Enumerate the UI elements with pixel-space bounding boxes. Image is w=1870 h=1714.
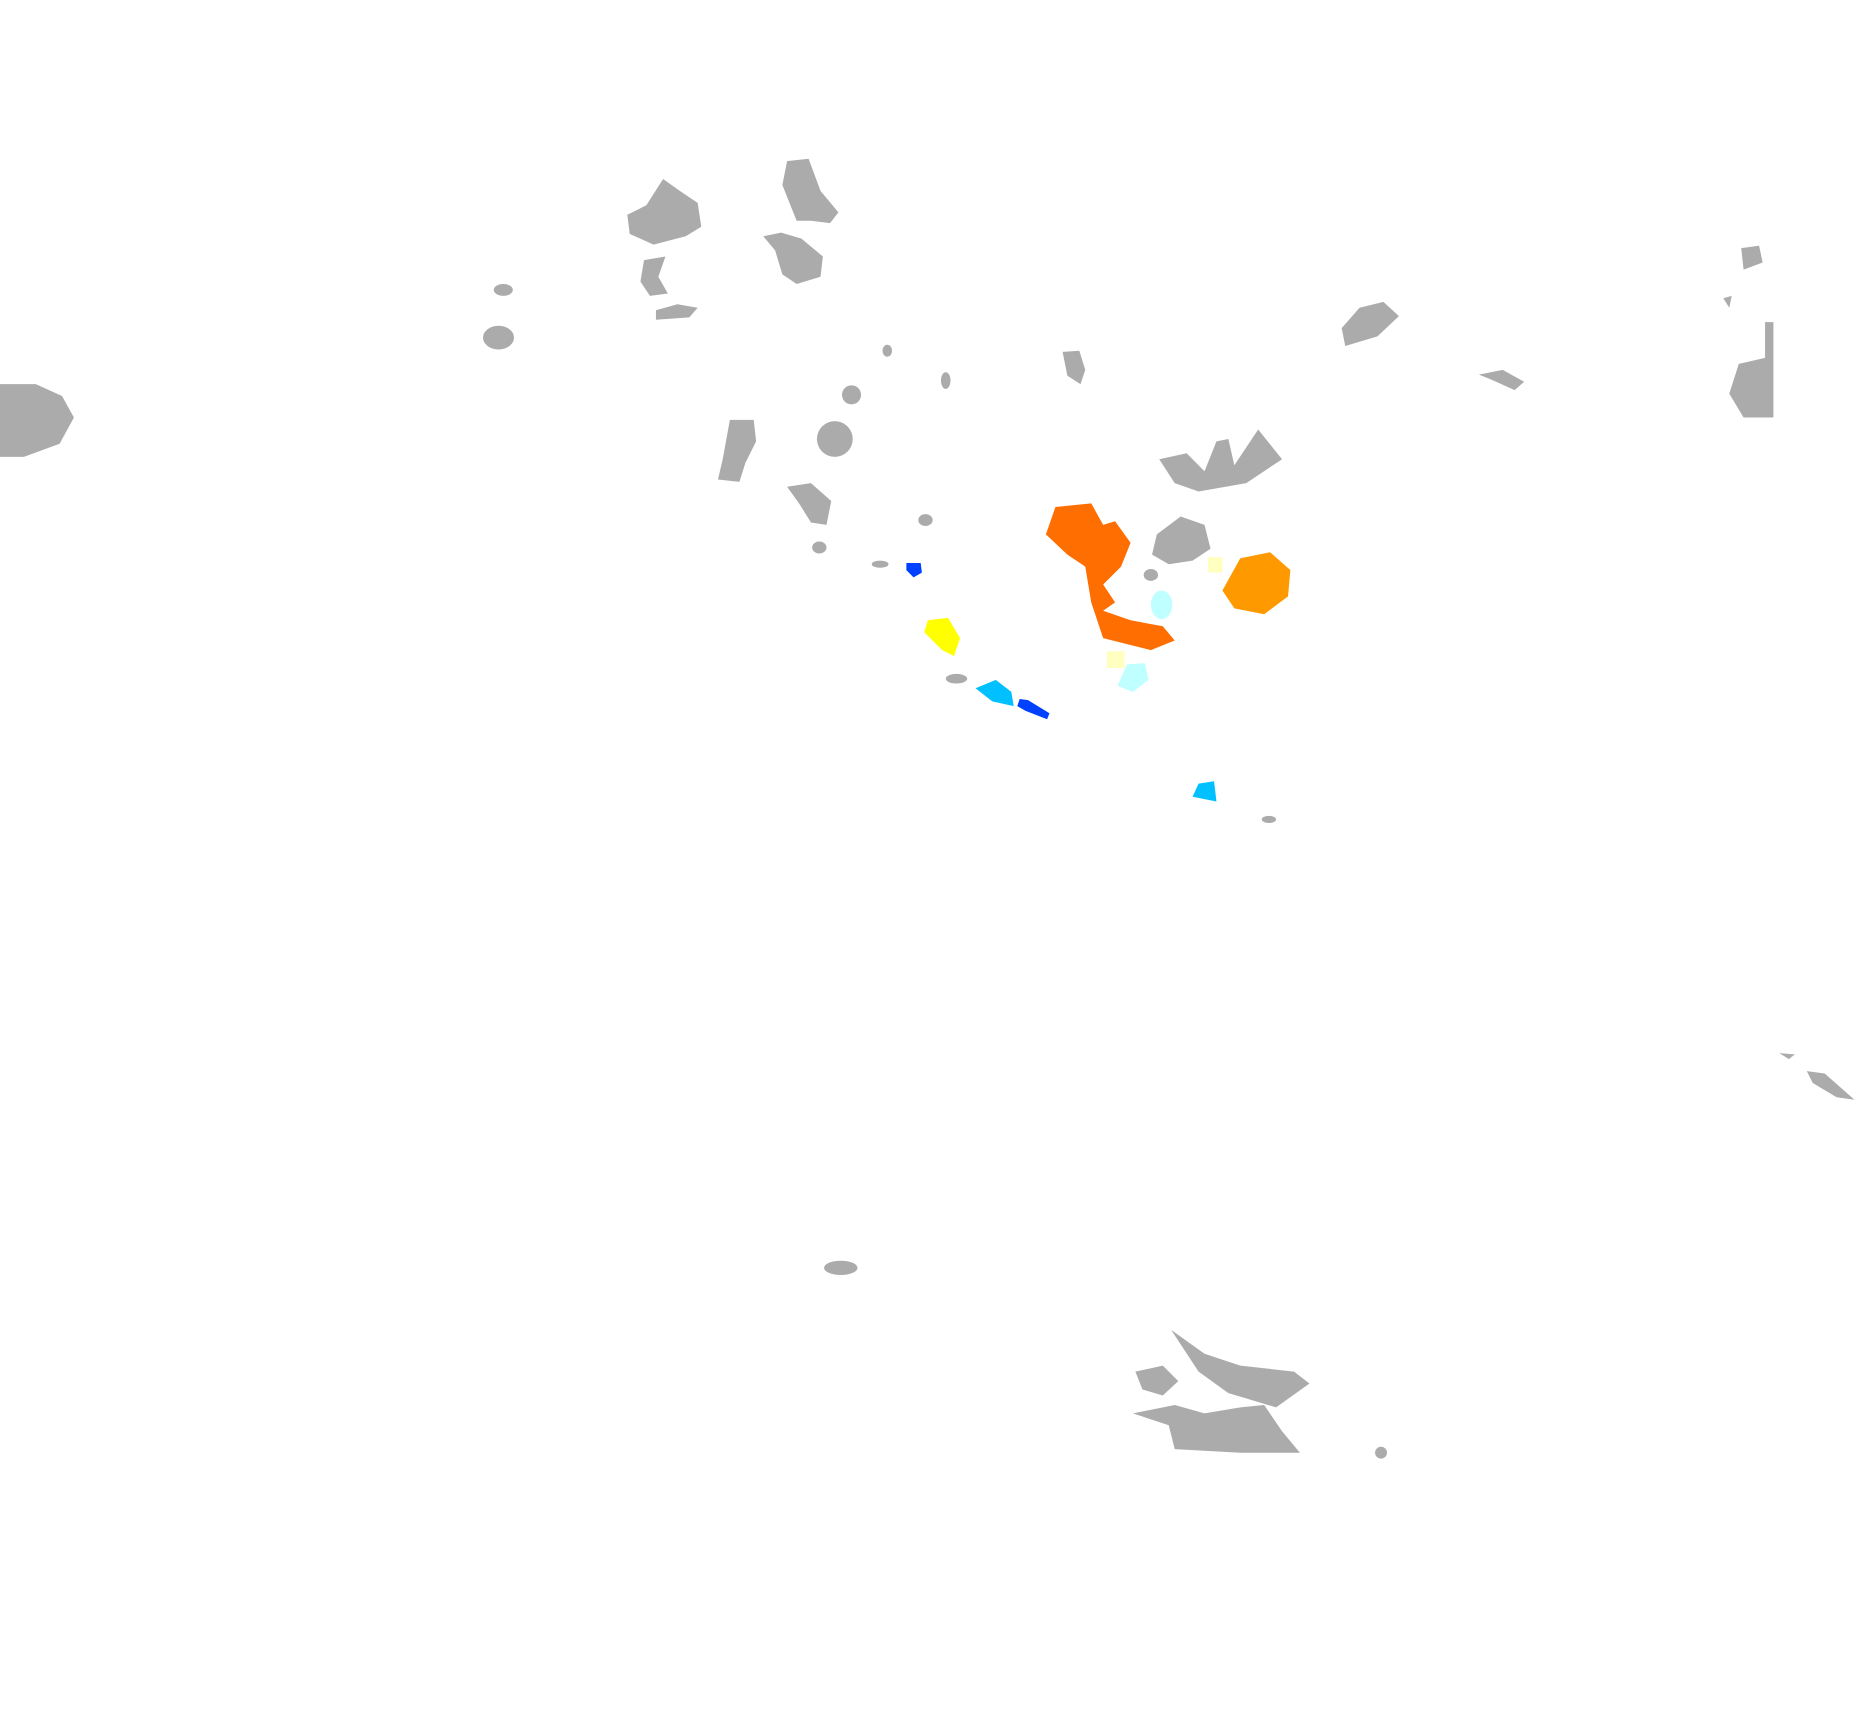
island-class-low	[975, 679, 1014, 707]
island	[940, 372, 951, 389]
island-class-lowest	[906, 563, 922, 578]
nodata-islands	[0, 158, 1855, 1459]
island	[1062, 350, 1086, 385]
island	[483, 325, 515, 350]
island	[655, 304, 698, 320]
island-class-highest	[1045, 503, 1175, 651]
island	[1478, 369, 1525, 391]
island-class-mid	[1106, 651, 1125, 668]
island	[945, 673, 968, 684]
island	[0, 384, 74, 457]
island	[841, 385, 862, 405]
island	[640, 256, 668, 296]
classified-islands	[906, 503, 1291, 802]
island	[1261, 815, 1277, 824]
island	[627, 179, 702, 245]
island	[763, 232, 823, 284]
island-class-mid-low	[1150, 590, 1173, 620]
island	[717, 419, 757, 482]
island	[1171, 1329, 1310, 1408]
island	[1375, 1446, 1387, 1459]
island	[1723, 245, 1763, 308]
island	[882, 344, 893, 357]
island-class-mid-high	[924, 617, 961, 657]
island-class-lowest	[1017, 698, 1050, 720]
island	[1729, 322, 1774, 418]
island-class-high	[1222, 552, 1291, 615]
island-class-mid-low	[1117, 663, 1149, 692]
island	[1143, 568, 1159, 581]
island	[1341, 301, 1399, 346]
island	[1132, 1405, 1300, 1453]
island-class-low	[1192, 781, 1217, 802]
island	[812, 541, 827, 554]
island	[782, 158, 839, 224]
island	[493, 283, 513, 296]
island	[1152, 516, 1211, 565]
island	[816, 421, 853, 457]
island	[1135, 1365, 1179, 1396]
island	[824, 1260, 858, 1276]
island-class-mid	[1208, 557, 1223, 573]
island	[1779, 1053, 1855, 1100]
island	[871, 560, 889, 568]
island	[787, 483, 832, 525]
island	[918, 514, 933, 527]
island	[1159, 429, 1283, 492]
